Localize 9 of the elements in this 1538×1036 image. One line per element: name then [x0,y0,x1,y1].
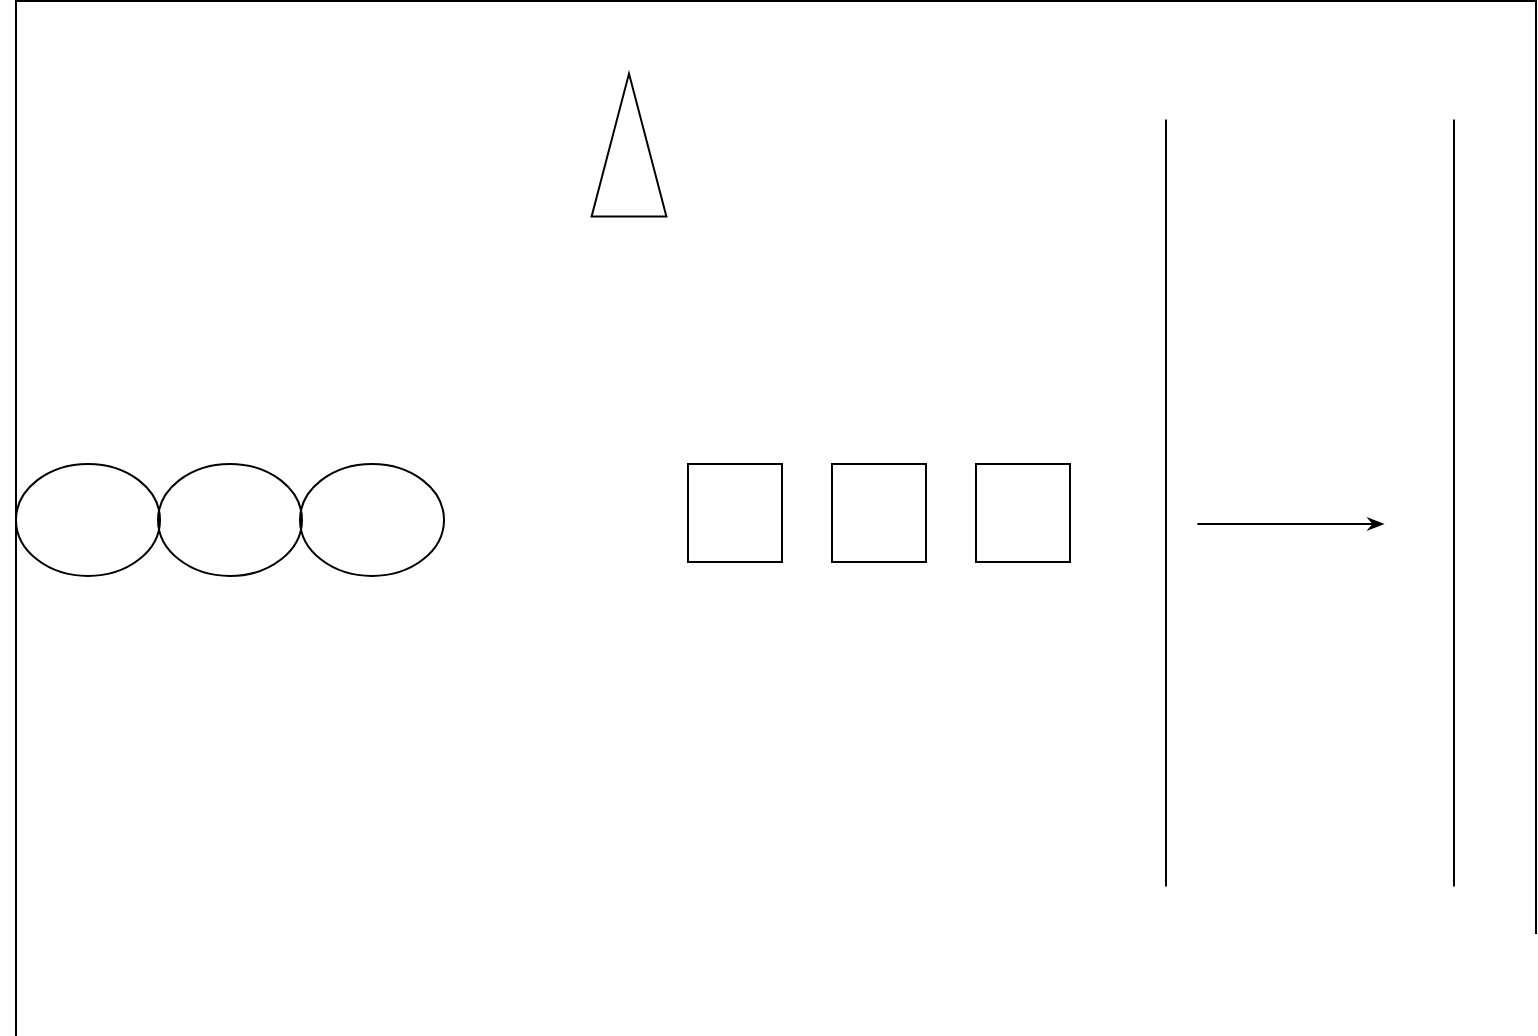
square-shape [831,463,927,563]
ellipse-shape [15,463,161,577]
vertical-line [1453,118,1455,888]
ellipse-shape [299,463,445,577]
triangle-shape [590,69,668,218]
vertical-line [1165,118,1167,888]
ellipse-shape [157,463,303,577]
square-shape [687,463,783,563]
square-shape [975,463,1071,563]
